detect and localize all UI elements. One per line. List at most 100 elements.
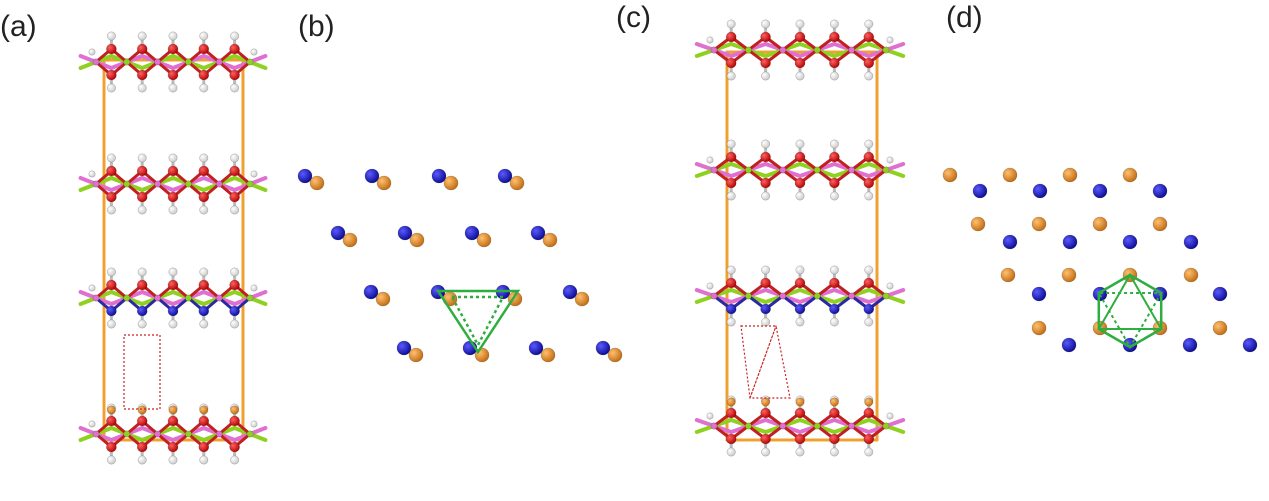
hydrogen-atom	[106, 83, 116, 93]
metal-atom	[813, 292, 821, 300]
hydrogen-atom	[726, 191, 736, 201]
green-triangle-dotted	[450, 295, 506, 348]
hydrogen-atom	[250, 170, 258, 178]
metal-atom	[92, 294, 100, 302]
layer-a4	[78, 403, 268, 465]
oxygen-atom	[863, 177, 875, 189]
hydrogen-atom	[761, 19, 771, 29]
hydrogen-atom	[706, 282, 714, 290]
blue-atom	[297, 168, 313, 184]
metal-atom	[848, 166, 856, 174]
oxygen-atom	[167, 165, 179, 177]
metal-atom	[92, 430, 100, 438]
oxygen-atom	[198, 441, 210, 453]
hydrogen-atom	[168, 455, 178, 465]
blue-atom	[1061, 337, 1077, 353]
nitrogen-atom	[760, 303, 771, 315]
oxygen-atom	[198, 43, 210, 55]
oxygen-atom	[167, 191, 179, 203]
layer-a3	[78, 267, 268, 329]
metal-atom	[882, 166, 890, 174]
metal-atom	[154, 294, 162, 302]
hydrogen-atom	[886, 412, 894, 420]
metal-atom	[123, 294, 131, 302]
orange-atom	[1152, 216, 1168, 232]
oxygen-atom	[198, 191, 210, 203]
oxygen-atom	[863, 407, 875, 419]
blue-atom	[972, 183, 988, 199]
hydrogen-atom	[230, 319, 240, 329]
hydrogen-atom	[795, 317, 805, 327]
nitrogen-atom	[725, 303, 737, 315]
layer-a2	[78, 153, 268, 215]
orange-atom	[409, 232, 425, 248]
hydrogen-atom	[230, 455, 240, 465]
panel-label-a: (a)	[0, 10, 37, 43]
oxygen-atom	[760, 277, 771, 289]
interlayer-atom	[829, 397, 839, 407]
metal-atom	[215, 58, 223, 66]
hydrogen-atom	[199, 31, 209, 41]
hydrogen-atom	[137, 319, 147, 329]
hydrogen-atom	[761, 317, 771, 327]
oxygen-atom	[725, 433, 737, 445]
orange-atom	[607, 347, 623, 363]
oxygen-atom	[760, 433, 771, 445]
hydrogen-atom	[168, 205, 178, 215]
hydrogen-atom	[886, 156, 894, 164]
metal-atom	[154, 180, 162, 188]
oxygen-atom	[106, 279, 117, 291]
hydrogen-atom	[829, 191, 839, 201]
hydrogen-atom	[88, 170, 96, 178]
panel-label-c: (c)	[616, 1, 651, 34]
oxygen-atom	[863, 57, 875, 69]
metal-atom	[123, 180, 131, 188]
hydrogen-atom	[726, 71, 736, 81]
hydrogen-atom	[137, 31, 147, 41]
metal-atom	[246, 294, 254, 302]
orange-atom	[509, 175, 525, 191]
orange-atom	[1061, 267, 1077, 283]
hydrogen-atom	[106, 153, 116, 163]
blue-atom	[595, 340, 611, 356]
hydrogen-atom	[795, 191, 805, 201]
hydrogen-atom	[137, 83, 147, 93]
blue-atom	[330, 225, 346, 241]
orange-atom	[1031, 320, 1047, 336]
interlayer-atom	[726, 397, 736, 407]
nitrogen-atom	[106, 305, 117, 317]
oxygen-atom	[229, 279, 240, 291]
blue-atom	[1062, 234, 1078, 250]
hydrogen-atom	[761, 191, 771, 201]
metal-atom	[848, 422, 856, 430]
blue-atom	[1002, 234, 1018, 250]
metal-atom	[246, 430, 254, 438]
hydrogen-atom	[168, 153, 178, 163]
hydrogen-atom	[726, 19, 736, 29]
oxygen-atom	[794, 177, 806, 189]
blue-atom	[1242, 337, 1258, 353]
metal-atom	[215, 430, 223, 438]
hydrogen-atom	[168, 31, 178, 41]
layer-c3	[694, 265, 906, 327]
green-inner-triangle	[1097, 273, 1163, 330]
interlayer-atom	[230, 405, 240, 415]
orange-atom	[476, 232, 492, 248]
blue-atom	[397, 225, 413, 241]
hydrogen-atom	[829, 447, 839, 457]
blue-atom	[1182, 337, 1198, 353]
oxygen-atom	[136, 441, 148, 453]
blue-atom	[497, 168, 513, 184]
layer-c4	[694, 395, 906, 457]
orange-atom	[542, 232, 558, 248]
oxygen-atom	[198, 279, 210, 291]
oxygen-atom	[198, 165, 210, 177]
oxygen-atom	[136, 43, 148, 55]
oxygen-atom	[829, 151, 840, 163]
orange-atom	[1092, 216, 1108, 232]
metal-atom	[882, 292, 890, 300]
hydrogen-atom	[88, 420, 96, 428]
oxygen-atom	[167, 441, 179, 453]
metal-atom	[184, 430, 192, 438]
